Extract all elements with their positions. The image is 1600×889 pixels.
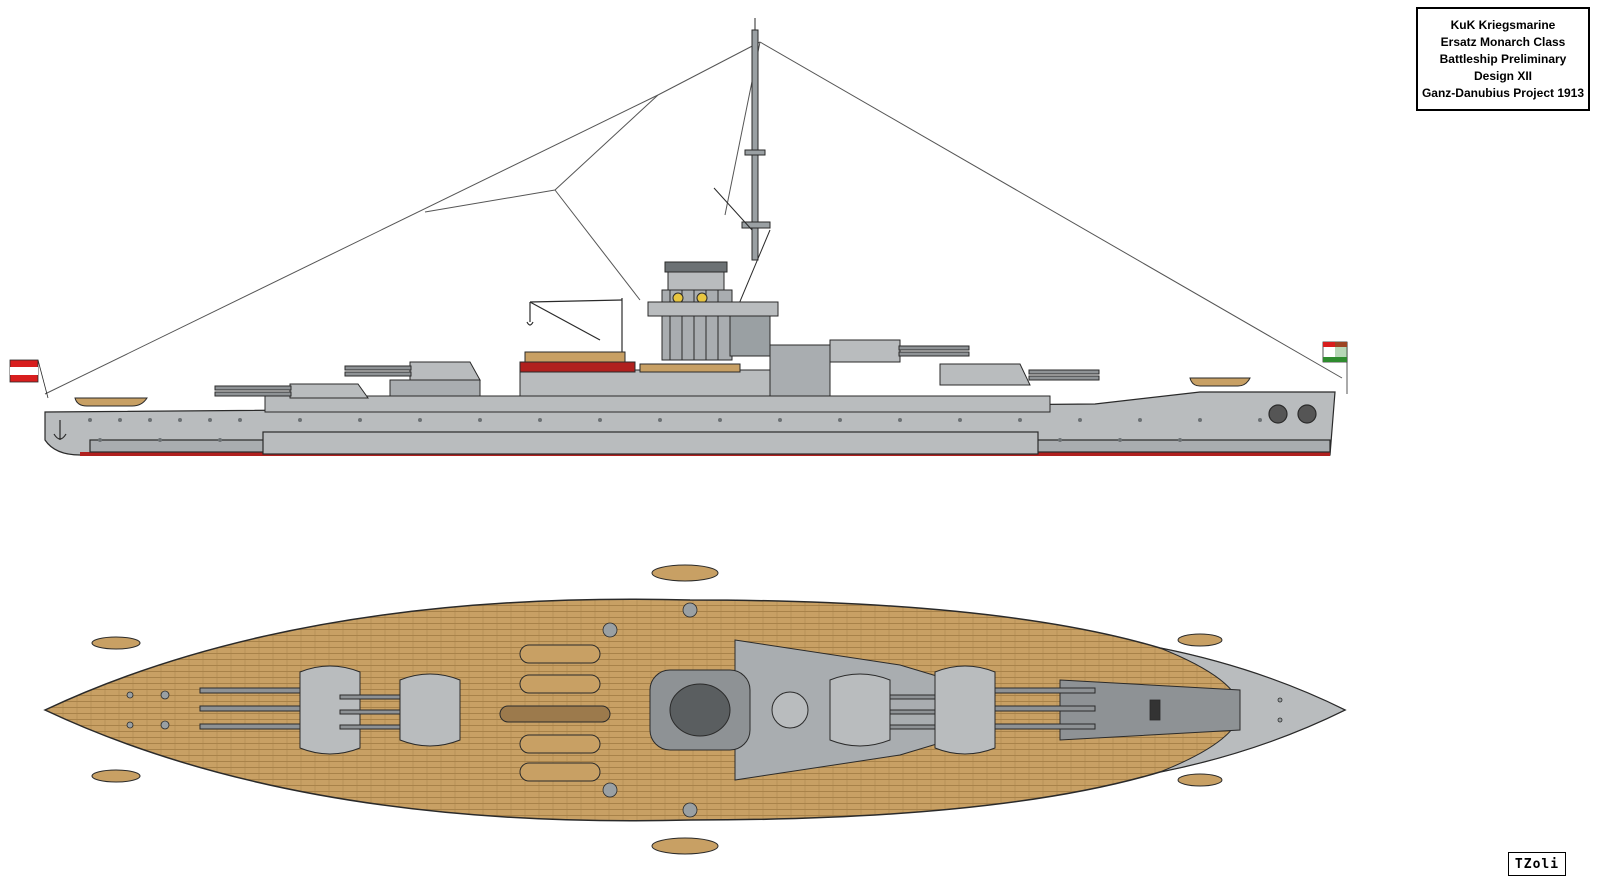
rigging-lines — [44, 41, 1343, 395]
turret-y-plan — [934, 665, 1096, 755]
superstructure — [264, 344, 1051, 413]
turret-y-side — [939, 363, 1100, 386]
bow-jack-flag — [1322, 341, 1348, 394]
deck-boats — [499, 644, 611, 782]
turret-x-side — [829, 339, 970, 363]
side-profile-view — [9, 18, 1348, 456]
title-line-3: Battleship Preliminary — [1439, 51, 1567, 66]
title-line-1: KuK Kriegsmarine — [1450, 17, 1556, 32]
deck-fittings — [126, 602, 1283, 818]
turret-a-side — [214, 383, 369, 399]
stern-flag — [9, 359, 49, 399]
turret-b-plan — [339, 673, 461, 747]
title-line-5: Ganz-Danubius Project 1913 — [1421, 85, 1585, 100]
title-block: KuK Kriegsmarine Ersatz Monarch Class Ba… — [1416, 7, 1590, 111]
artist-signature: TZoli — [1508, 852, 1566, 876]
deck-plan-view — [43, 564, 1347, 855]
side-boats — [74, 377, 1251, 407]
title-line-4: Design XII — [1473, 68, 1532, 83]
turret-a-plan — [199, 665, 361, 755]
title-line-2: Ersatz Monarch Class — [1440, 34, 1566, 49]
bridge — [647, 301, 779, 357]
outboard-boats — [91, 564, 1223, 855]
turret-b-side — [344, 361, 481, 381]
